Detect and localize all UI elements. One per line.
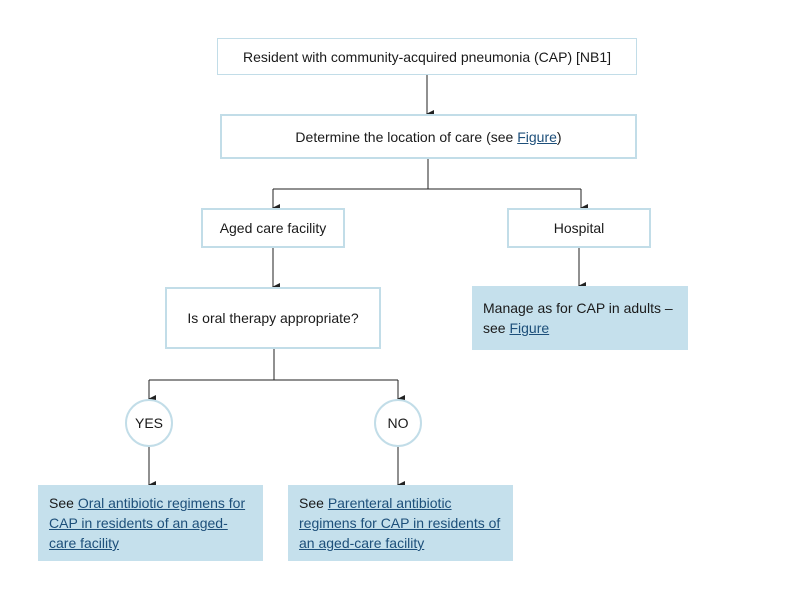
hospital-node: Hospital bbox=[507, 208, 651, 248]
aged-care-node: Aged care facility bbox=[201, 208, 345, 248]
hospital-outcome: Manage as for CAP in adults – see Figure bbox=[472, 286, 688, 350]
hospital-outcome-prefix: Manage as for CAP in adults – see bbox=[483, 300, 673, 336]
location-prefix: Determine the location of care (see bbox=[295, 128, 518, 145]
hospital-figure-link[interactable]: Figure bbox=[509, 320, 550, 336]
start-node-label: Resident with community-acquired pneumon… bbox=[242, 48, 612, 65]
location-suffix: ) bbox=[556, 128, 562, 145]
yes-outcome-prefix: See bbox=[49, 495, 78, 511]
oral-therapy-question: Is oral therapy appropriate? bbox=[165, 287, 381, 349]
branch-location bbox=[273, 159, 429, 190]
yes-label: YES bbox=[134, 415, 163, 431]
hospital-label: Hospital bbox=[553, 220, 605, 236]
aged-care-label: Aged care facility bbox=[219, 220, 327, 236]
location-node-label: Determine the location of care (see Figu… bbox=[295, 129, 561, 145]
branch-oral bbox=[149, 349, 275, 381]
yes-node: YES bbox=[125, 399, 173, 447]
parenteral-regimens-link[interactable]: Parenteral antibiotic regimens for CAP i… bbox=[299, 495, 501, 551]
no-node: NO bbox=[374, 399, 422, 447]
yes-outcome: See Oral antibiotic regimens for CAP in … bbox=[38, 485, 263, 561]
start-node: Resident with community-acquired pneumon… bbox=[217, 38, 637, 75]
location-figure-link[interactable]: Figure bbox=[517, 128, 557, 145]
no-outcome-prefix: See bbox=[299, 495, 328, 511]
location-node: Determine the location of care (see Figu… bbox=[220, 114, 637, 159]
no-label: NO bbox=[387, 415, 409, 431]
oral-regimens-link[interactable]: Oral antibiotic regimens for CAP in resi… bbox=[49, 495, 246, 551]
oral-therapy-label: Is oral therapy appropriate? bbox=[187, 310, 359, 326]
no-outcome: See Parenteral antibiotic regimens for C… bbox=[288, 485, 513, 561]
